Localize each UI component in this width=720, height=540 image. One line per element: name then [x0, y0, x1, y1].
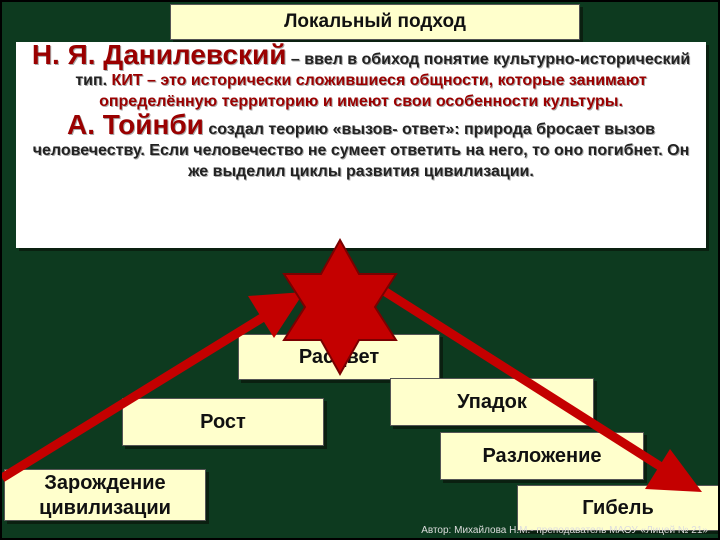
danilevsky-name: Н. Я. Данилевский — [31, 39, 287, 70]
slide-title: Локальный подход — [170, 4, 580, 40]
content-box: Н. Я. Данилевский – ввел в обиход поняти… — [16, 41, 706, 248]
stage-decay: Разложение — [440, 432, 644, 480]
stage-growth-label: Рост — [200, 411, 246, 433]
author-footer: Автор: Михайлова Н.М.- преподаватель МАО… — [421, 525, 708, 536]
toynbee-name: А. Тойнби — [67, 109, 204, 140]
stage-origin-label: Зарождение цивилизации — [39, 472, 171, 519]
rise-arrow-shaft — [2, 304, 281, 482]
stage-growth: Рост — [122, 398, 324, 446]
stage-decay-label: Разложение — [482, 445, 602, 467]
stage-origin: Зарождение цивилизации — [4, 469, 206, 521]
kit-definition: КИТ – это исторически сложившиеся общнос… — [99, 72, 647, 110]
toynbee-text: создал теорию «вызов- ответ»: природа бр… — [32, 121, 690, 180]
stage-decline-label: Упадок — [457, 391, 527, 413]
stage-decline: Упадок — [390, 378, 594, 426]
stage-flourishing-label: Расцвет — [298, 346, 380, 368]
rise-arrow-head — [248, 292, 304, 338]
danilevsky-paragraph: Н. Я. Данилевский – ввел в обиход поняти… — [26, 41, 696, 112]
danilevsky-text: – ввел в обиход понятие культурно-истори… — [75, 51, 691, 89]
toynbee-paragraph: А. Тойнби создал теорию «вызов- ответ»: … — [26, 111, 696, 182]
stage-flourishing: Расцвет — [238, 334, 440, 380]
stage-death: Гибель — [517, 485, 718, 531]
stage-death-label: Гибель — [582, 497, 654, 519]
